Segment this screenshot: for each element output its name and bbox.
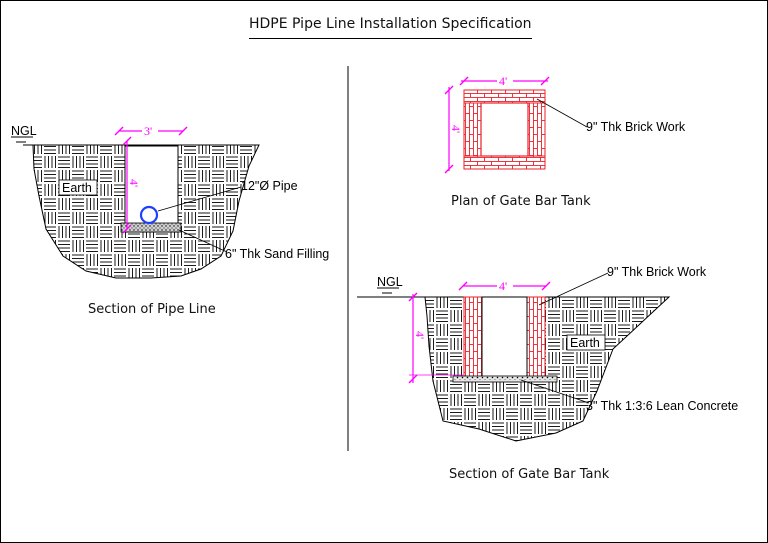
lean-concrete-callout: 3" Thk 1:3:6 Lean Concrete xyxy=(586,399,738,413)
tank-section-width-dim: 4' xyxy=(499,279,507,293)
plan-tank-caption: Plan of Gate Bar Tank xyxy=(451,194,591,209)
tank-section-caption: Section of Gate Bar Tank xyxy=(449,467,610,482)
tank-earth-fill xyxy=(424,296,671,442)
tank-wall-right xyxy=(526,296,546,378)
tank-section-view: NGL Earth 4' 4' 9" Thk Brick Work 3" Thk… xyxy=(357,265,738,442)
pipe-symbol xyxy=(139,205,159,225)
earth-label: Earth xyxy=(62,181,92,195)
tank-earth-label: Earth xyxy=(570,336,600,350)
page-title: HDPE Pipe Line Installation Specificatio… xyxy=(249,16,532,39)
trench-depth-dim: 4' xyxy=(127,179,141,187)
tank-wall-left xyxy=(463,296,483,378)
trench-width-dim: 3' xyxy=(144,124,152,138)
tank-plan-width-dim: 4' xyxy=(499,74,507,88)
tank-plan-depth-dim: 4' xyxy=(449,125,463,133)
tank-chamber xyxy=(481,296,528,378)
ngl-label: NGL xyxy=(11,124,37,138)
sand-filling-callout: 6" Thk Sand Filling xyxy=(225,247,329,261)
plan-brick-callout: 9" Thk Brick Work xyxy=(586,120,686,134)
pipe-section-caption: Section of Pipe Line xyxy=(88,302,216,317)
pipe-callout: 12"Ø Pipe xyxy=(241,179,298,193)
tank-plan-opening xyxy=(480,102,529,157)
pipe-section-view: NGL Earth 3' 4' 12"Ø Pipe 6" Thk Sand Fi… xyxy=(11,124,329,279)
tank-plan-view: 4' 4' 9" Thk Brick Work xyxy=(444,73,686,174)
lean-concrete-bed xyxy=(452,375,558,383)
sand-bed xyxy=(120,222,182,233)
section-brick-callout: 9" Thk Brick Work xyxy=(607,265,707,279)
tank-ngl-label: NGL xyxy=(377,275,403,289)
tank-section-depth-dim: 4' xyxy=(413,331,427,339)
